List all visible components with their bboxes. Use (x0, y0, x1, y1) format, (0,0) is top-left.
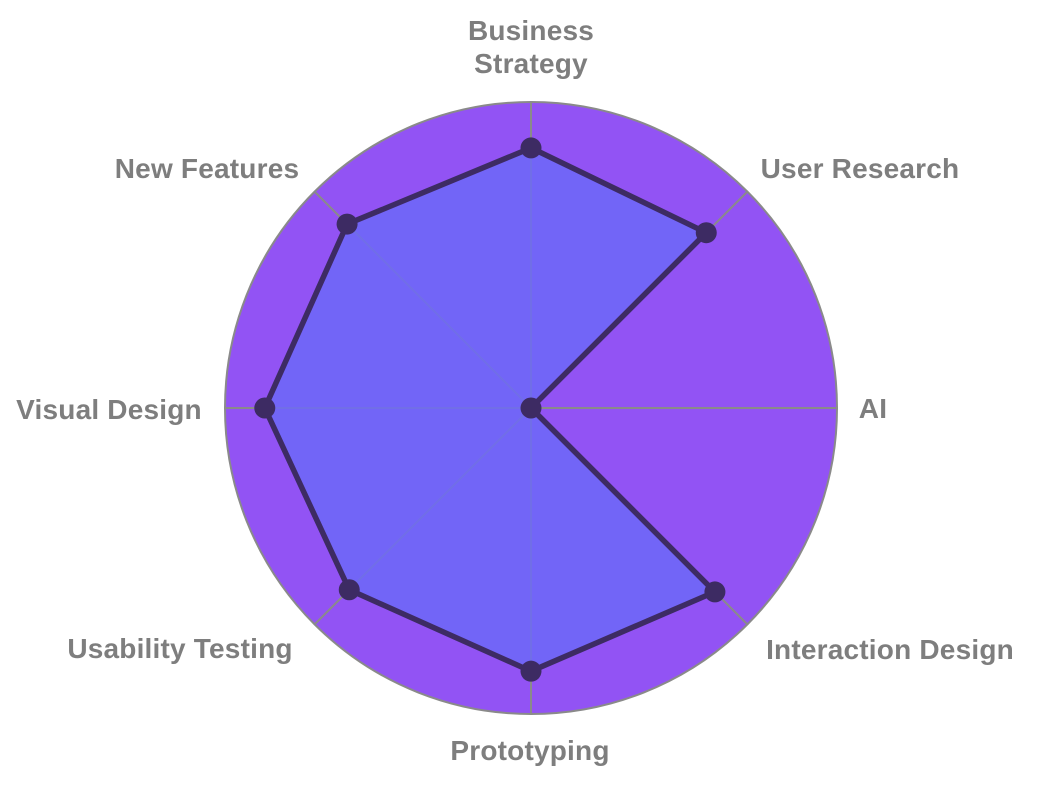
radar-vertex-dot (695, 222, 717, 244)
radar-vertex-dot (704, 581, 726, 603)
radar-vertex-dot (520, 397, 542, 419)
radar-vertex-dot (520, 660, 542, 682)
axis-label-business-strategy: Business Strategy (467, 15, 595, 79)
axis-label-prototyping: Prototyping (450, 735, 610, 766)
axis-label-user-research: User Research (760, 153, 960, 184)
axis-label-new-features: New Features (114, 153, 300, 184)
radar-vertex-dot (338, 579, 360, 601)
axis-label-visual-design: Visual Design (16, 394, 202, 425)
radar-vertex-dot (520, 137, 542, 159)
radar-series-fill (264, 147, 715, 672)
axis-label-usability-testing: Usability Testing (67, 633, 293, 664)
axis-label-interaction-design: Interaction Design (766, 634, 1014, 665)
axis-label-ai: AI (858, 393, 888, 424)
radar-vertex-dot (336, 213, 358, 235)
radar-vertex-dot (254, 397, 276, 419)
